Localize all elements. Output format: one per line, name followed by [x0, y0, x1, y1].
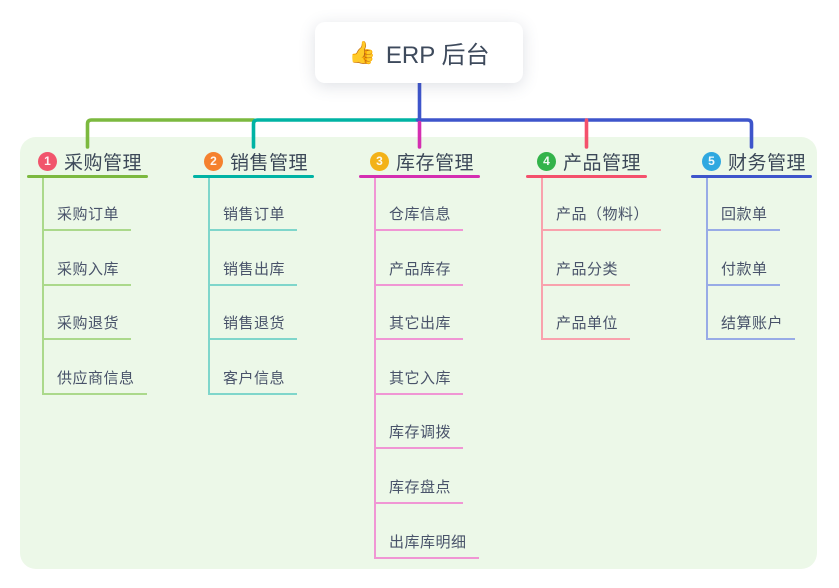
leaf-node[interactable]: 仓库信息 [374, 205, 464, 231]
leaf-node[interactable]: 其它入库 [374, 369, 464, 395]
leaf-node[interactable]: 采购订单 [42, 205, 132, 231]
background-panel [20, 137, 817, 569]
leaf-node[interactable]: 产品库存 [374, 260, 464, 286]
branch-underline [359, 175, 480, 178]
leaf-node[interactable]: 销售退货 [208, 314, 298, 341]
branch-label: 采购管理 [64, 153, 143, 174]
branch-number-badge: 1 [38, 152, 57, 171]
branch-subtree-line [42, 178, 44, 395]
root-label: ERP 后台 [385, 42, 490, 69]
branch-underline [193, 175, 314, 178]
leaf-node[interactable]: 采购入库 [42, 260, 132, 286]
leaf-node[interactable]: 库存调拨 [374, 423, 464, 450]
leaf-node[interactable]: 销售订单 [208, 205, 298, 231]
leaf-node[interactable]: 采购退货 [42, 314, 132, 341]
branch-node-5[interactable]: 5 财务管理 [702, 148, 806, 175]
leaf-node[interactable]: 供应商信息 [42, 369, 147, 395]
branch-underline [691, 175, 812, 178]
branch-node-4[interactable]: 4 产品管理 [537, 148, 641, 175]
leaf-node[interactable]: 结算账户 [706, 314, 796, 341]
branch-label: 销售管理 [230, 153, 309, 174]
branch-subtree-line [706, 178, 708, 341]
leaf-node[interactable]: 产品分类 [541, 260, 631, 286]
branch-underline [27, 175, 148, 178]
leaf-node[interactable]: 客户信息 [208, 369, 298, 395]
leaf-node[interactable]: 回款单 [706, 205, 780, 231]
branch-label: 财务管理 [728, 153, 807, 174]
branch-label: 库存管理 [396, 153, 475, 174]
branch-underline [526, 175, 647, 178]
leaf-node[interactable]: 其它出库 [374, 314, 464, 341]
branch-subtree-line [208, 178, 210, 395]
branch-subtree-line [374, 178, 376, 559]
branch-subtree-line [541, 178, 543, 341]
leaf-node[interactable]: 产品单位 [541, 314, 631, 341]
branch-number-badge: 3 [370, 152, 389, 171]
branch-node-3[interactable]: 3 库存管理 [370, 148, 474, 175]
thumbs-up-icon: 👍 [348, 39, 376, 65]
branch-number-badge: 2 [204, 152, 223, 171]
branch-label: 产品管理 [563, 153, 642, 174]
branch-number-badge: 5 [702, 152, 721, 171]
leaf-node[interactable]: 出库库明细 [374, 533, 479, 559]
leaf-node[interactable]: 库存盘点 [374, 478, 464, 504]
leaf-node[interactable]: 产品（物料） [541, 205, 662, 231]
branch-node-1[interactable]: 1 采购管理 [38, 148, 142, 175]
branch-node-2[interactable]: 2 销售管理 [204, 148, 308, 175]
leaf-node[interactable]: 付款单 [706, 260, 780, 286]
root-node[interactable]: 👍 ERP 后台 [315, 22, 523, 83]
branch-number-badge: 4 [537, 152, 556, 171]
leaf-node[interactable]: 销售出库 [208, 260, 298, 286]
